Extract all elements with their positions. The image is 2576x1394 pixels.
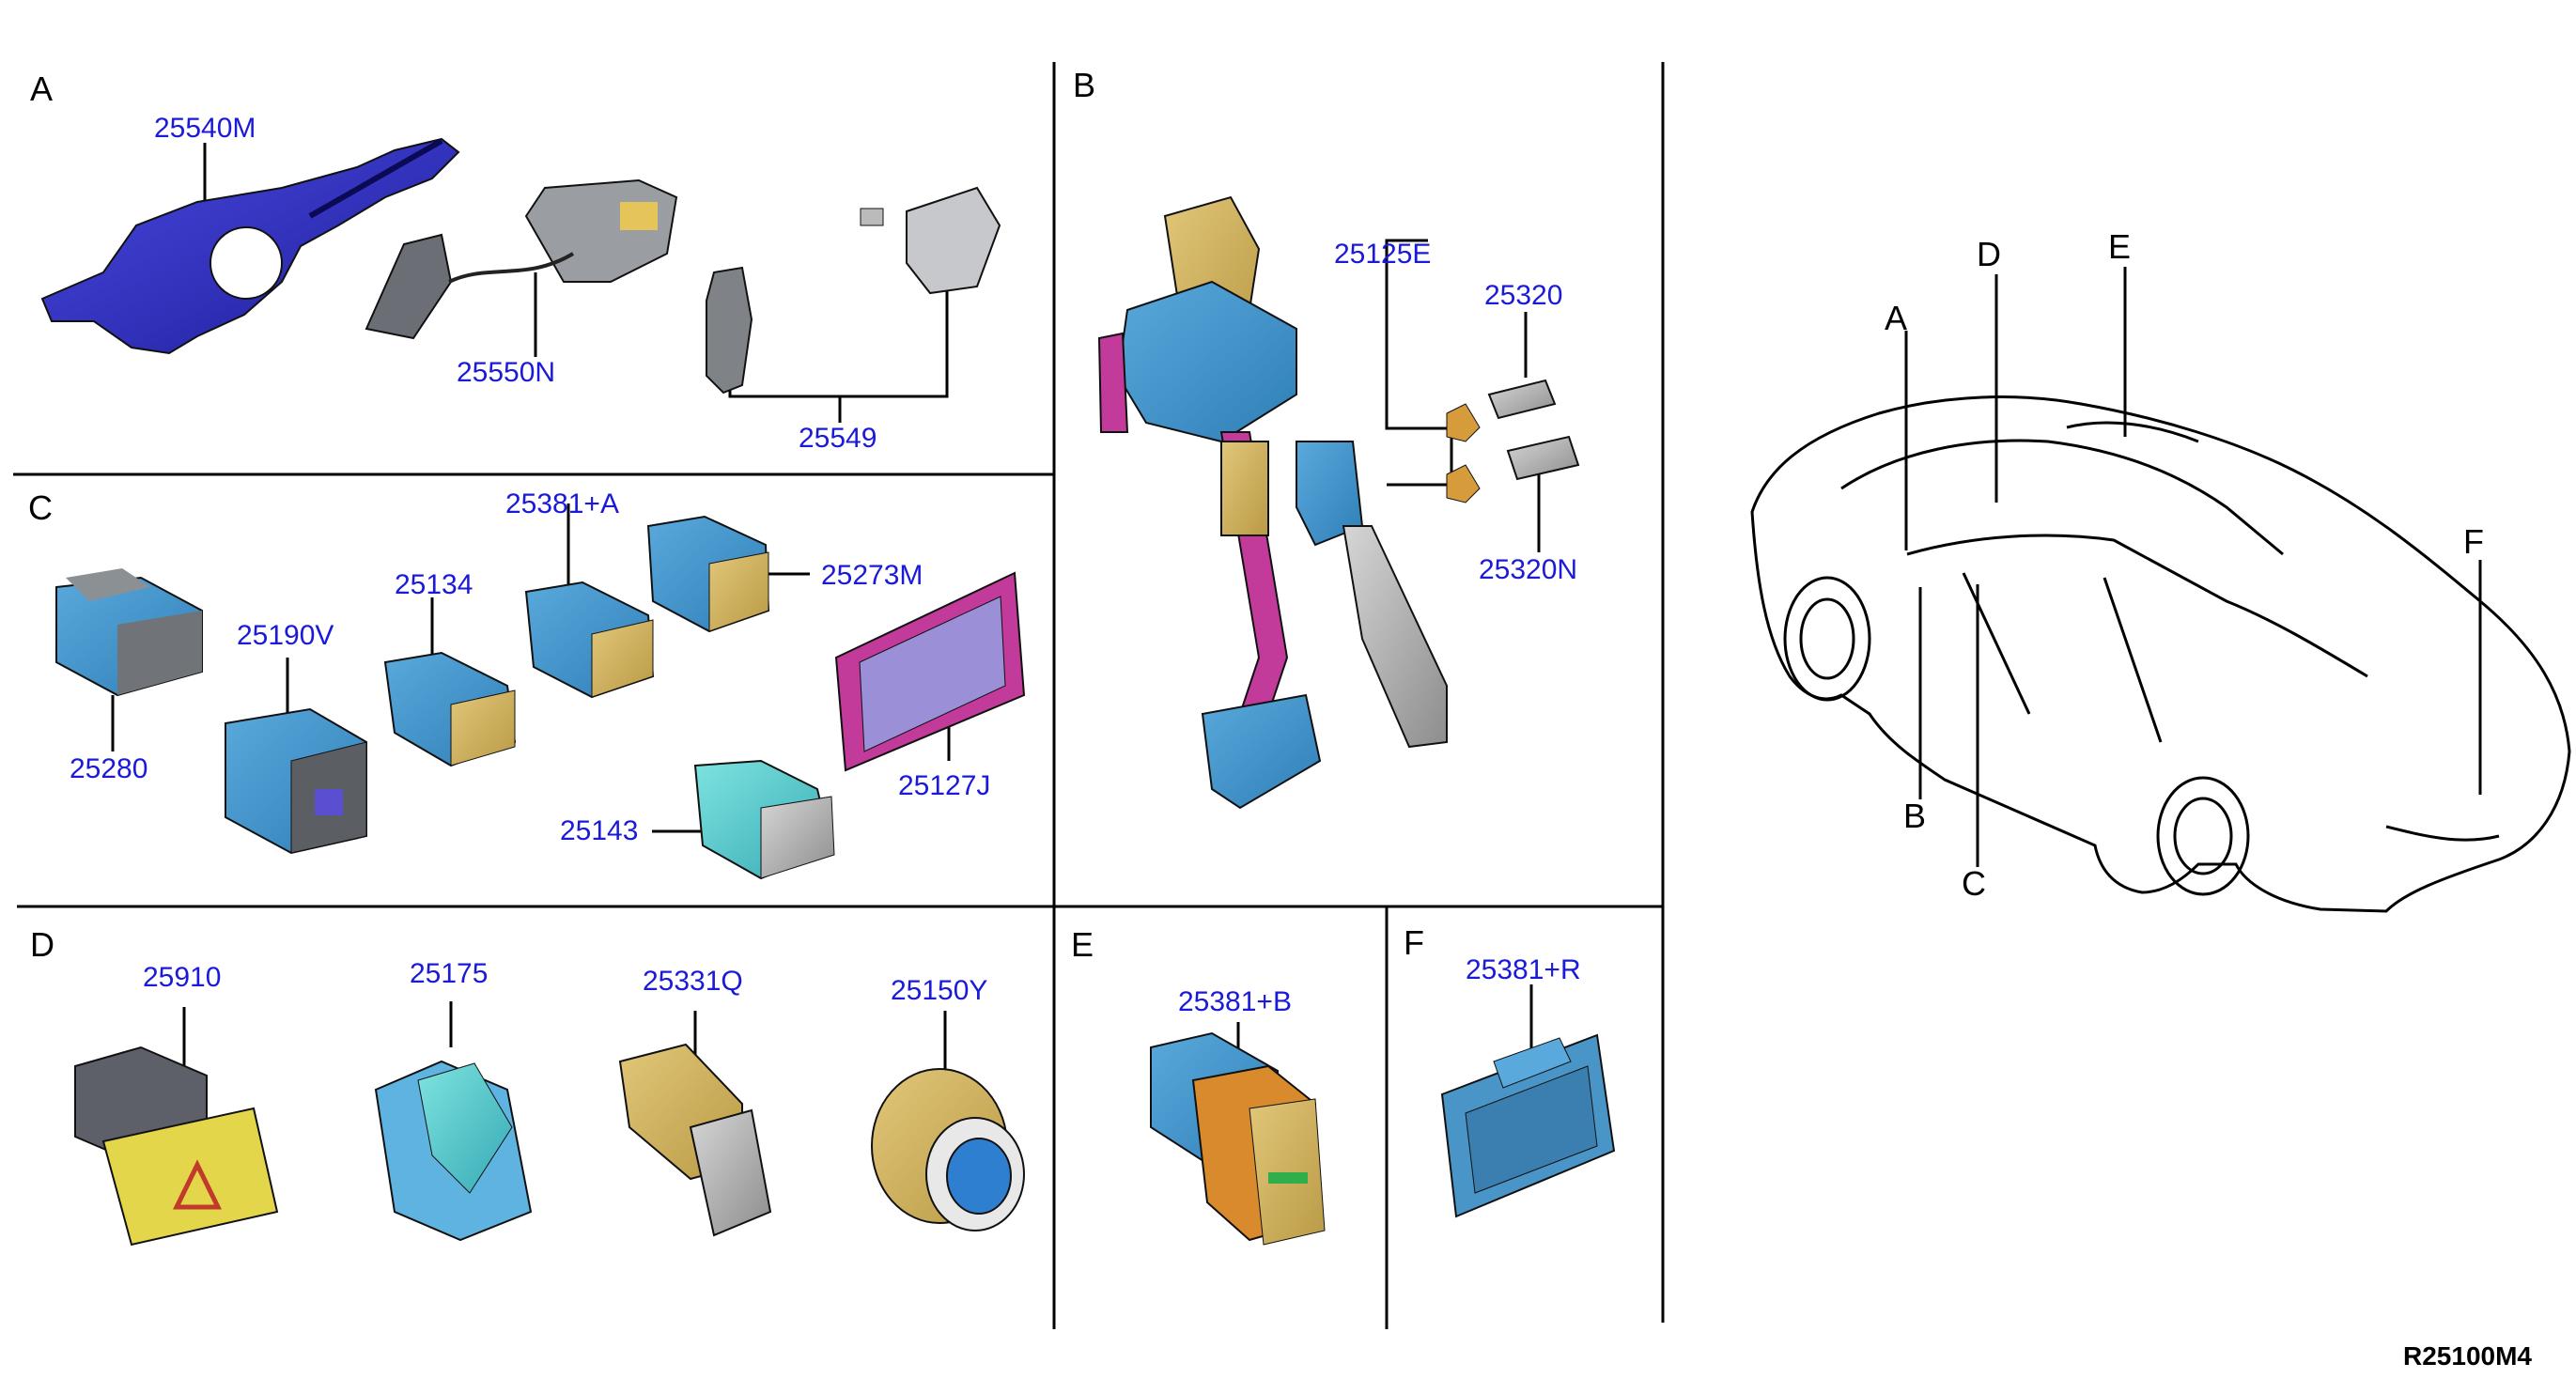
leader-lines: [111, 143, 2482, 1090]
switch-25280-illustration: [55, 568, 203, 697]
section-dividers: [13, 62, 1665, 1329]
pedal-assembly-illustration: [1097, 195, 1580, 810]
part-label: 25125E: [1334, 239, 1432, 270]
part-label: 25540M: [154, 113, 256, 144]
part-label: 25127J: [898, 770, 991, 801]
section-letter-e: E: [1071, 925, 1094, 964]
hazard-switch-illustration: [74, 1046, 279, 1247]
switch-25381A-illustration: [524, 581, 655, 699]
part-label: 25190V: [237, 620, 334, 651]
part-label: 25550N: [457, 357, 556, 388]
section-letter-c: C: [28, 488, 53, 527]
part-label: 25549: [799, 423, 877, 454]
switch-25175-illustration: [374, 1060, 533, 1242]
part-label: 25910: [143, 962, 222, 993]
part-label: 25381+B: [1178, 986, 1292, 1017]
car-callout-e: E: [2108, 227, 2132, 266]
switch-25150Y-illustration: [871, 1068, 1025, 1231]
part-label: 25175: [410, 958, 489, 989]
part-label: 25331Q: [643, 966, 743, 997]
part-label: 25150Y: [891, 975, 988, 1006]
switch-25143-illustration: [693, 759, 835, 880]
part-label: 25381+A: [505, 488, 619, 519]
part-label: 25320: [1484, 280, 1563, 311]
part-label: 25381+R: [1466, 954, 1581, 985]
paddle-switch-illustration: [706, 186, 1001, 395]
reference-code: R25100M4: [2403, 1341, 2532, 1371]
part-label: 25320N: [1479, 554, 1578, 585]
car-callout-a: A: [1885, 299, 1908, 337]
switch-25134-illustration: [383, 651, 517, 767]
part-label: 25134: [395, 569, 473, 600]
section-letter-d: D: [30, 925, 54, 964]
steering-switch-illustration: [365, 178, 678, 340]
switch-25381B-illustration: [1150, 1031, 1326, 1246]
part-label: 25143: [560, 815, 639, 846]
part-label: 25280: [70, 753, 148, 784]
connector-25127J-illustration: [834, 571, 1026, 772]
switch-25381R-illustration: [1440, 1033, 1616, 1218]
car-callout-f: F: [2463, 522, 2484, 561]
car-callout-c: C: [1962, 864, 1986, 903]
car-outline-illustration: [1750, 395, 2571, 913]
car-callout-b: B: [1903, 797, 1927, 835]
switch-25273M-illustration: [646, 515, 770, 633]
section-letter-b: B: [1073, 66, 1096, 104]
combination-switch-illustration: [40, 137, 460, 355]
section-letter-a: A: [30, 70, 54, 108]
part-label: 25273M: [821, 560, 923, 591]
car-callout-d: D: [1977, 235, 2001, 273]
section-letter-f: F: [1404, 923, 1424, 962]
switch-25190V-illustration: [225, 707, 367, 855]
switch-25331Q-illustration: [618, 1043, 772, 1237]
